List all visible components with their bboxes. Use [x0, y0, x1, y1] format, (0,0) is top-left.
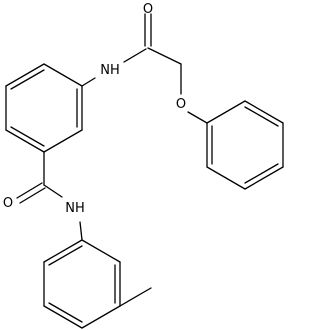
tolyl-benzene-ring	[43, 239, 121, 329]
atom-label-carbonyl-oxygen-bottom: O	[3, 196, 13, 211]
lower-amide-linkage	[16, 151, 83, 241]
chemical-structure-diagram: O NH O O NH	[3, 2, 284, 329]
atom-label-amide-nh-bottom: NH	[65, 201, 85, 216]
phenoxy-benzene-ring	[206, 100, 284, 190]
atom-label-carbonyl-oxygen-top: O	[143, 2, 153, 17]
atom-label-amide-nh-top: NH	[100, 63, 120, 78]
upper-amide-linkage	[81, 13, 208, 124]
methyl-group	[119, 287, 152, 307]
structure-canvas: O NH O O NH	[3, 2, 284, 329]
central-benzene-ring	[5, 63, 83, 153]
atom-label-ether-oxygen: O	[176, 97, 186, 112]
